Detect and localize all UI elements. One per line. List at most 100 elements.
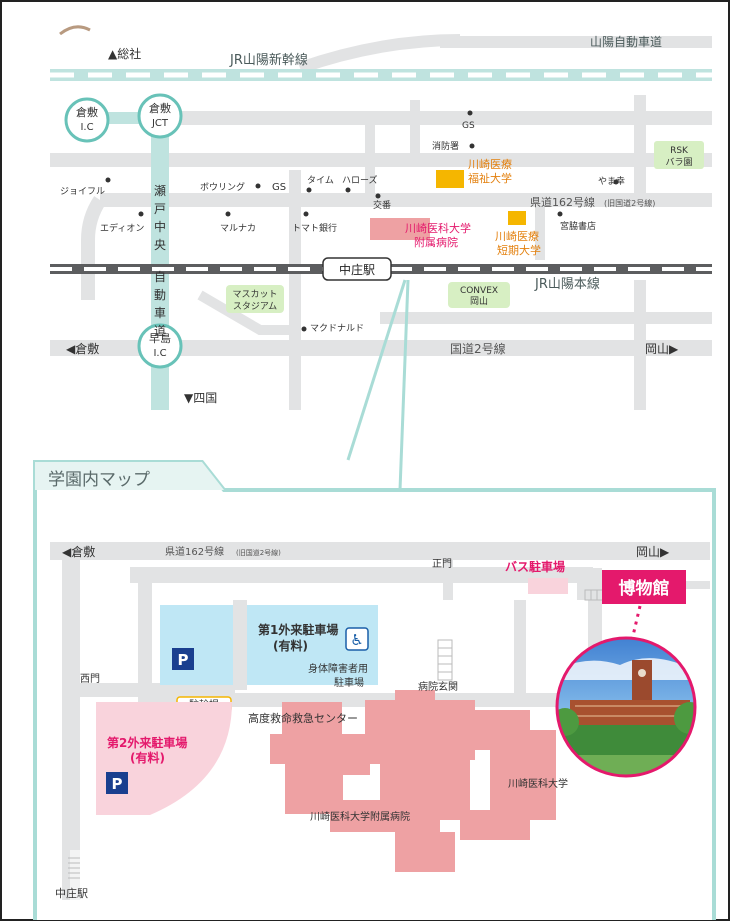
mcdonalds-label: マクドナルド: [310, 323, 364, 334]
tanki-label2: 短期大学: [497, 243, 541, 257]
svg-text:瀬: 瀬: [154, 184, 166, 198]
parking-1-p-icon: [172, 648, 194, 670]
kawasaki-hospital-label: 川崎医科大学附属病院: [310, 810, 410, 823]
main-gate-label: 正門: [432, 558, 452, 570]
route162-label: 県道162号線: [530, 195, 595, 209]
emergency-center-label: 高度救命救急センター: [248, 711, 358, 725]
outpatient-parking-2: [96, 702, 232, 815]
mascut-label: マスカット: [232, 289, 277, 300]
fukushi-univ-building: [436, 170, 464, 188]
hospital-label-top2: 附属病院: [414, 235, 458, 249]
svg-text:中: 中: [154, 219, 166, 234]
road-west-curve: [81, 196, 106, 300]
svg-text:央: 央: [154, 238, 166, 252]
campus-kurashiki-direction: ◀倉敷: [62, 544, 95, 559]
route2-label: 国道2号線: [450, 341, 506, 356]
kurashiki-ic-label2: I.C: [80, 122, 93, 133]
joyful-label: ジョイフル: [60, 187, 105, 197]
hospital-entrance-label: 病院玄関: [418, 680, 458, 693]
tomato-bank-label: トマト銀行: [292, 222, 337, 234]
kurashiki-jct-label2: JCT: [151, 118, 169, 129]
okayama-direction-top: 岡山▶: [645, 342, 679, 356]
rsk-label: RSK: [670, 146, 689, 156]
disabled-parking-label2: 駐車場: [334, 676, 364, 689]
mascut-stadium: [226, 285, 284, 313]
kurashiki-ic-marker: 倉敷 I.C: [64, 97, 110, 143]
campus-map: 学園内マップ ◀倉敷 県道162号線 (旧国道2号線) 岡山▶ 中庄駅: [33, 460, 716, 920]
hospital-label-top: 川崎医科大学: [405, 221, 471, 235]
fukushi-univ-label2: 福祉大学: [468, 171, 512, 185]
hayashima-ic-marker: 早島 I.C: [137, 323, 183, 369]
nakasho-station-label: 中庄駅: [339, 262, 375, 277]
zoom-line-right: [398, 279, 410, 491]
svg-text:自: 自: [154, 270, 166, 284]
zoom-line-left: [346, 279, 407, 461]
convex-okayama: [448, 282, 510, 308]
edion-label: エディオン: [100, 222, 144, 234]
expressway-label: 山陽自動車道: [590, 35, 662, 49]
shinkansen-label: JR山陽新幹線: [229, 52, 308, 68]
parking-2-p-text: P: [112, 775, 123, 793]
museum-pointer: [630, 605, 642, 641]
fukushi-univ-label: 川崎医療: [468, 157, 512, 171]
campus-route162-road: [50, 542, 710, 560]
top-area-map: 倉敷 I.C 倉敷 JCT 早島 I.C ▲総社 JR山陽新幹線 山陽自動車道 …: [50, 25, 712, 491]
campus-map-title: 学園内マップ: [48, 470, 150, 490]
svg-text:♿: ♿: [350, 631, 363, 649]
museum-label-box: [602, 570, 686, 604]
koban-label: 交番: [373, 199, 391, 211]
entrance-crosswalk: [437, 639, 453, 681]
hayashima-ic-label2: I.C: [153, 348, 166, 359]
campus-okayama-direction: 岡山▶: [636, 545, 670, 559]
expressway-curve: [298, 34, 461, 74]
tanki-label: 川崎医療: [495, 229, 539, 243]
svg-text:車: 車: [154, 306, 166, 320]
disabled-parking-label: 身体障害者用: [308, 662, 368, 675]
campus-tab: [35, 462, 224, 490]
sanyo-line-label: JR山陽本線: [534, 276, 600, 292]
west-gate-label: 西門: [80, 673, 100, 685]
kurashiki-jct-label: 倉敷: [149, 101, 171, 115]
kawasaki-univ-label: 川崎医科大学: [508, 777, 568, 790]
campus-route162-note: (旧国道2号線): [236, 548, 281, 557]
parking-1-label: 第1外来駐車場: [258, 622, 338, 637]
marunaka-label: マルナカ: [220, 223, 256, 234]
campus-east-road: [514, 600, 560, 706]
kurashiki-ic-label: 倉敷: [76, 105, 98, 119]
gs-label-1: GS: [462, 121, 475, 131]
parking-2-label: 第2外来駐車場: [107, 735, 187, 750]
svg-text:動: 動: [154, 288, 166, 302]
harose-label: ハローズ: [342, 174, 378, 186]
fire-station-label: 消防署: [432, 140, 459, 152]
museum-label: 博物館: [619, 578, 670, 599]
route162-note: (旧国道2号線): [604, 198, 655, 208]
rsk-label2: バラ園: [665, 157, 692, 168]
seto-chuo-label: 瀬 戸 中 央 自 動 車 道: [154, 184, 166, 338]
top-left-curve: [59, 25, 91, 36]
wheelchair-icon: [345, 627, 369, 651]
outpatient-parking-1: [160, 605, 378, 685]
hospital-building-top: [370, 218, 430, 240]
bus-parking-label: バス駐車場: [505, 559, 565, 574]
nakasho-station-box: [322, 257, 392, 281]
svg-text:戸: 戸: [154, 202, 166, 216]
miyawaki-label: 宮脇書店: [560, 220, 596, 232]
bowling-label: ボウリング: [200, 181, 245, 193]
yamasachi-label: やま幸: [598, 176, 625, 187]
rsk-rose-garden: [654, 141, 704, 169]
campus-station-label: 中庄駅: [55, 886, 88, 900]
convex-label: CONVEX: [460, 286, 498, 296]
parking-1-p-text: P: [178, 651, 189, 669]
time-label: タイム: [307, 175, 334, 186]
parking-2-fee-label: (有料): [130, 750, 165, 765]
kurashiki-jct-marker: 倉敷 JCT: [137, 93, 183, 139]
hospital-complex: [270, 690, 556, 872]
gs-label-2: GS: [272, 182, 286, 193]
convex-label2: 岡山: [470, 296, 488, 307]
campus-west-road: [62, 560, 80, 900]
svg-text:道: 道: [154, 324, 166, 338]
station-crosswalk: [68, 857, 80, 879]
parking-1-fee-label: (有料): [273, 638, 308, 653]
campus-route162-label: 県道162号線: [165, 545, 224, 558]
